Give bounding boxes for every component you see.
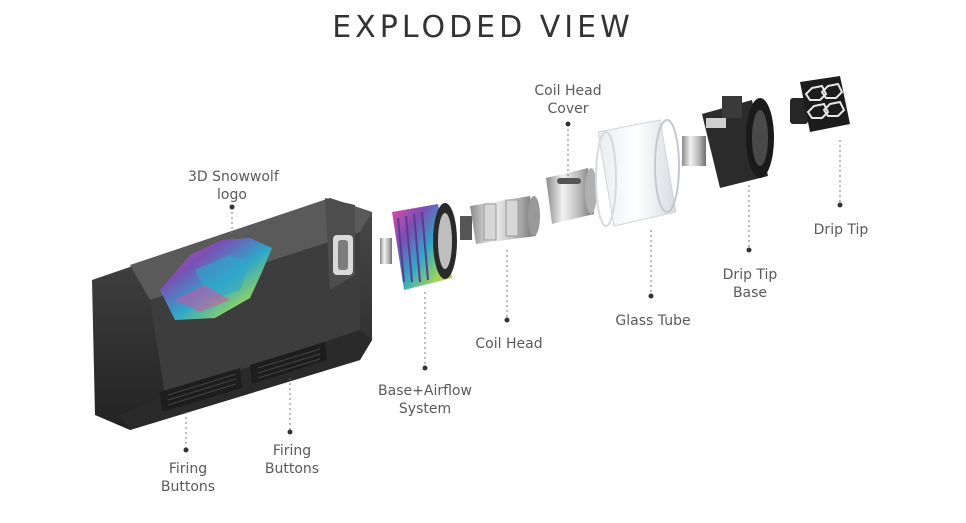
label-line: Cover: [547, 101, 589, 117]
label-line: logo: [217, 187, 247, 203]
label-line: Buttons: [160, 479, 216, 495]
label-line: Coil Head: [534, 83, 602, 99]
coil-head-cover-part: [546, 168, 597, 224]
label-line: Buttons: [264, 461, 320, 477]
leader-lines: [185, 124, 841, 450]
leader-dots: [183, 121, 843, 453]
page-title: EXPLODED VIEW: [332, 10, 634, 45]
mod-device: [92, 198, 372, 430]
label-base-airflow: Base+Airflow System: [376, 382, 474, 418]
label-coil-head: Coil Head: [475, 336, 543, 352]
drip-tip-part: [790, 76, 850, 132]
label-line: Base+Airflow: [378, 383, 472, 399]
label-coil-head-cover: Coil Head Cover: [528, 82, 608, 118]
label-line: 3D Snowwolf: [188, 169, 279, 185]
label-line: Drip Tip: [722, 267, 778, 283]
label-glass-tube: Glass Tube: [615, 313, 691, 329]
coil-head-part: [460, 196, 540, 244]
drip-tip-base-part: [682, 96, 774, 188]
label-line: Base: [732, 285, 768, 301]
label-firing-buttons-left: Firing Buttons: [158, 460, 218, 496]
label-drip-tip: Drip Tip: [813, 222, 869, 238]
label-line: Firing: [272, 443, 312, 459]
label-drip-tip-base: Drip Tip Base: [718, 266, 782, 302]
label-snowwolf-logo: 3D Snowwolf logo: [188, 168, 279, 204]
label-line: Firing: [168, 461, 208, 477]
glass-tube-part: [595, 119, 680, 227]
label-firing-buttons-right: Firing Buttons: [262, 442, 322, 478]
base-airflow-part: [380, 203, 457, 290]
label-line: System: [398, 401, 452, 417]
